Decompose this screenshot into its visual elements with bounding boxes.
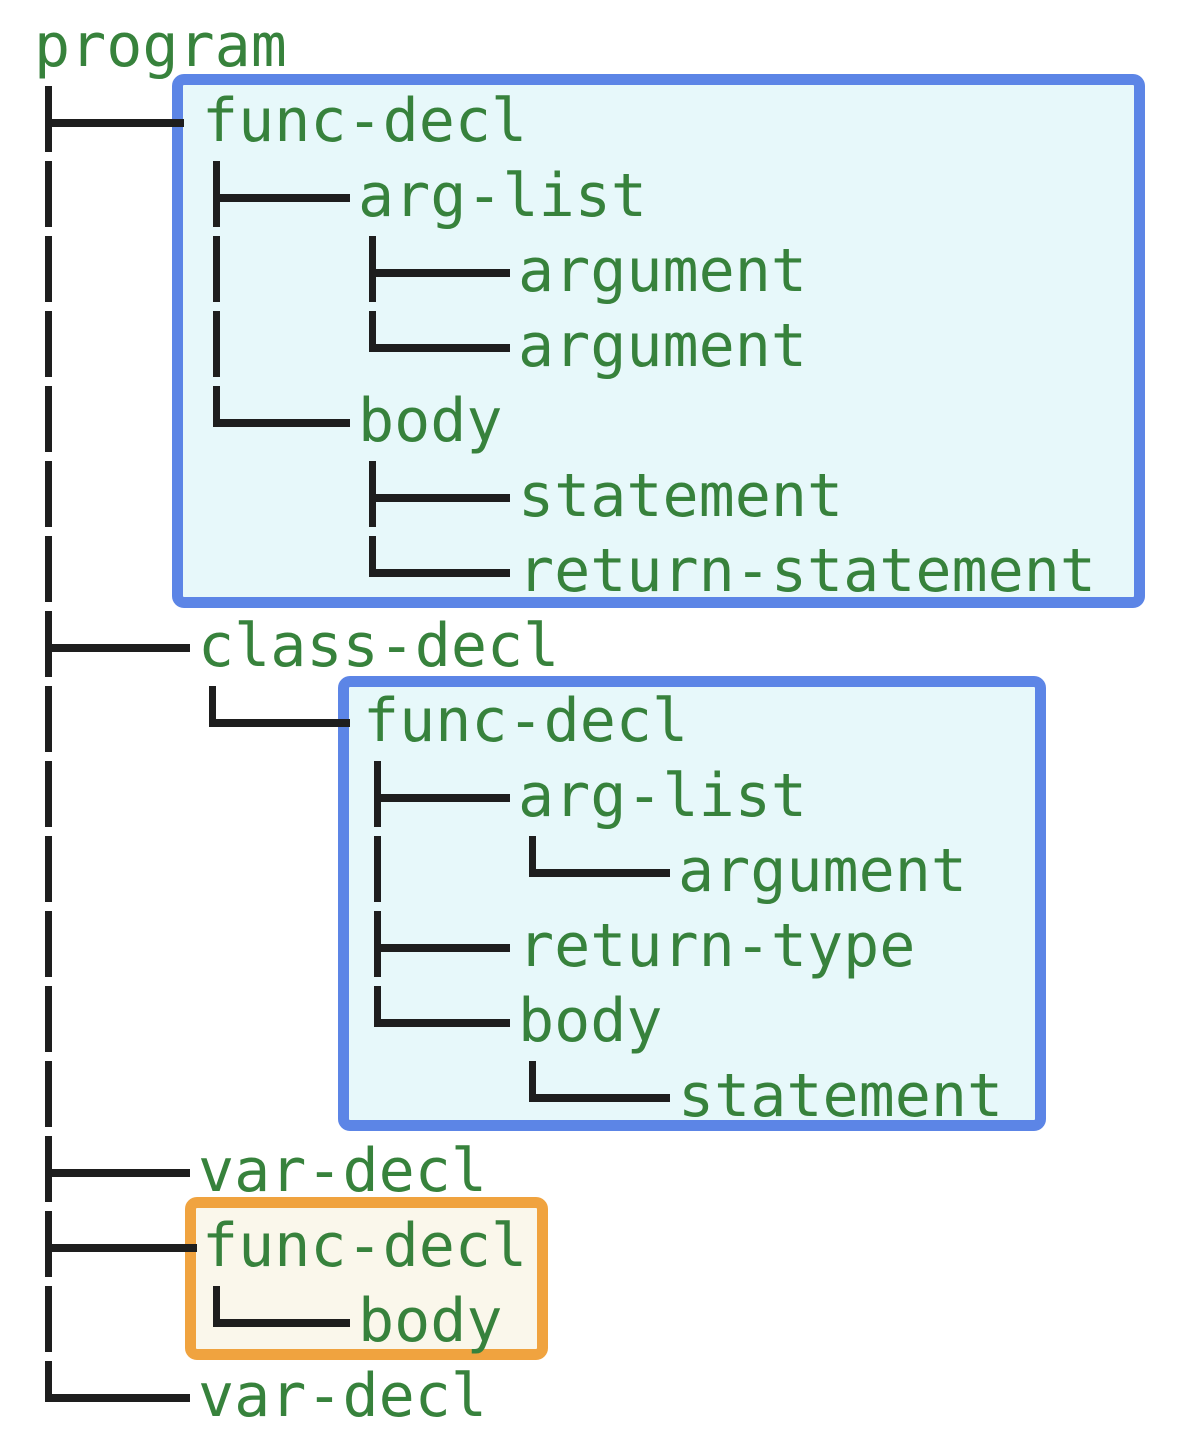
tree-connector-branch [45, 1244, 197, 1252]
tree-connector-branch [213, 419, 350, 427]
tree-connector-branch [374, 944, 510, 952]
tree-connector-branch [45, 644, 190, 652]
tree-node-var-decl: var-decl [198, 1136, 487, 1206]
tree-node-return-statement: return-statement [518, 536, 1096, 606]
tree-node-body: body [358, 1286, 503, 1356]
tree-connector-spine [369, 236, 376, 352]
tree-node-class-decl: class-decl [198, 611, 560, 681]
tree-connector-spine [369, 461, 376, 577]
tree-connector-spine [374, 761, 381, 1027]
tree-node-return-type: return-type [518, 911, 916, 981]
tree-node-program: program [34, 11, 287, 81]
tree-node-statement: statement [678, 1061, 1004, 1131]
tree-connector-spine [45, 86, 52, 1402]
tree-connector-spine [529, 836, 536, 877]
tree-connector-branch [369, 494, 510, 502]
tree-connector-branch [374, 1019, 510, 1027]
tree-connector-branch [209, 719, 350, 727]
orange-highlight-bottom-func-decl-subtree [185, 1197, 548, 1360]
tree-node-argument: argument [678, 836, 967, 906]
tree-node-body: body [518, 986, 663, 1056]
tree-connector-branch [369, 269, 510, 277]
blue-highlight-top-func-decl-subtree [172, 74, 1145, 608]
tree-connector-spine [213, 1286, 220, 1327]
tree-node-func-decl: func-decl [202, 86, 528, 156]
tree-connector-branch [369, 569, 510, 577]
tree-node-var-decl: var-decl [198, 1361, 487, 1431]
tree-node-arg-list: arg-list [518, 761, 807, 831]
tree-node-func-decl: func-decl [363, 686, 689, 756]
tree-connector-spine [213, 161, 220, 427]
tree-connector-branch [529, 869, 670, 877]
tree-connector-branch [369, 344, 510, 352]
tree-connector-spine [529, 1061, 536, 1102]
blue-highlight-class-func-decl-subtree [338, 676, 1046, 1131]
tree-node-argument: argument [518, 236, 807, 306]
tree-connector-branch [374, 794, 510, 802]
tree-connector-branch [45, 1394, 190, 1402]
tree-connector-branch [213, 194, 350, 202]
tree-connector-spine [209, 686, 216, 727]
tree-node-statement: statement [518, 461, 844, 531]
tree-connector-branch [213, 1319, 350, 1327]
tree-connector-branch [45, 119, 184, 127]
tree-node-func-decl: func-decl [202, 1211, 528, 1281]
tree-connector-branch [529, 1094, 670, 1102]
tree-node-arg-list: arg-list [358, 161, 647, 231]
tree-node-argument: argument [518, 311, 807, 381]
tree-connector-branch [45, 1169, 190, 1177]
tree-node-body: body [358, 386, 503, 456]
